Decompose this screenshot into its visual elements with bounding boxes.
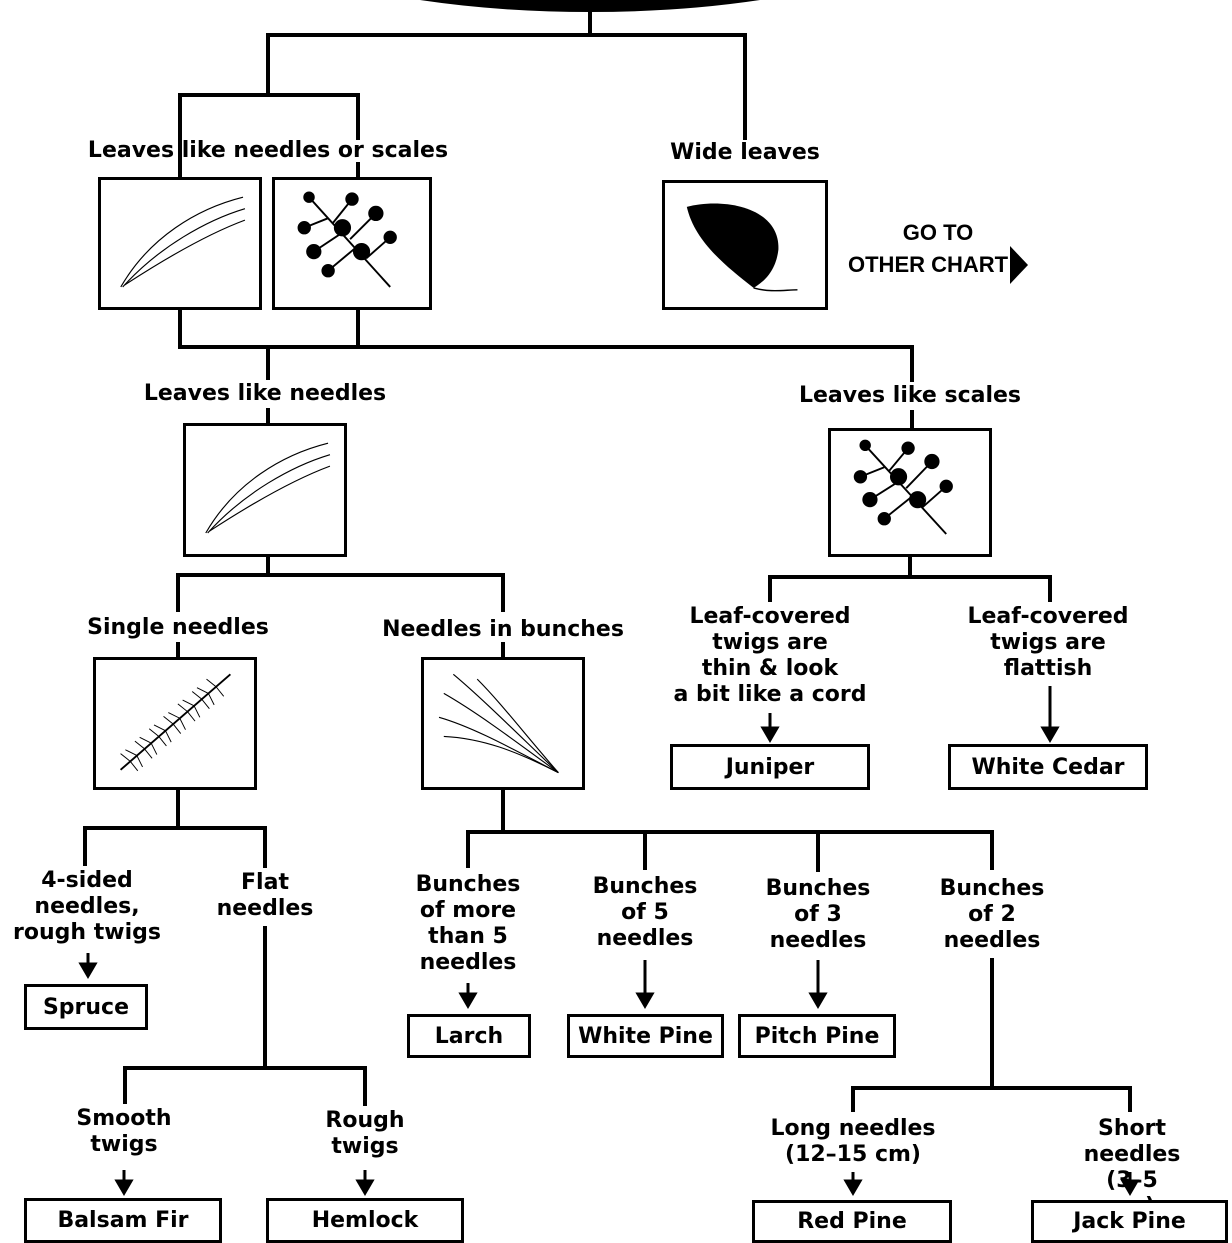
label-needles-or-scales: Leaves like needles or scales xyxy=(87,138,449,163)
scale-leaf-icon xyxy=(297,191,397,288)
goto-line2: OTHER CHART xyxy=(848,252,1009,277)
label-bunches-of-3: Bunches of 3 needles xyxy=(765,876,871,953)
result-balsam-fir: Balsam Fir xyxy=(24,1198,222,1243)
result-hemlock: Hemlock xyxy=(266,1198,464,1243)
label-bunches-of-5: Bunches of 5 needles xyxy=(592,874,698,951)
label-needles-in-bunches: Needles in bunches xyxy=(382,617,624,642)
scale-leaf-image xyxy=(272,177,432,310)
scales-icon xyxy=(853,439,953,535)
result-larch: Larch xyxy=(407,1014,531,1058)
wide-leaf-image xyxy=(662,180,828,310)
scales-leaf-image xyxy=(828,428,992,557)
result-red-pine: Red Pine xyxy=(752,1200,952,1243)
result-pitch-pine: Pitch Pine xyxy=(738,1014,896,1058)
needles-leaf-image xyxy=(183,423,347,557)
label-smooth-twigs: Smooth twigs xyxy=(76,1106,172,1157)
label-wide-leaves: Wide leaves xyxy=(670,140,820,165)
label-bunches-of-2: Bunches of 2 needles xyxy=(939,876,1045,953)
result-spruce: Spruce xyxy=(24,984,148,1030)
label-leaves-like-needles: Leaves like needles xyxy=(143,381,387,406)
label-cord-twigs: Leaf-covered twigs are thin & look a bit… xyxy=(673,604,867,707)
bunch-needle-image xyxy=(421,657,585,790)
label-rough-twigs: Rough twigs xyxy=(325,1108,405,1159)
needle-leaf-icon xyxy=(120,196,246,288)
single-needle-image xyxy=(93,657,257,790)
result-juniper: Juniper xyxy=(670,744,870,790)
label-single-needles: Single needles xyxy=(87,615,269,640)
arrow-right-icon xyxy=(1010,246,1029,284)
label-long-needles: Long needles (12–15 cm) xyxy=(770,1116,936,1167)
goto-line1: GO TO xyxy=(902,220,974,245)
label-flat-needles: Flat needles xyxy=(216,870,314,921)
result-jack-pine: Jack Pine xyxy=(1031,1200,1228,1243)
result-white-pine: White Pine xyxy=(567,1014,724,1058)
label-flattish-twigs: Leaf-covered twigs are flattish xyxy=(967,604,1129,681)
bunch-needle-icon xyxy=(438,673,559,774)
needles-icon xyxy=(205,442,331,534)
result-white-cedar: White Cedar xyxy=(948,744,1148,790)
single-needle-icon xyxy=(119,673,232,772)
go-to-other-chart[interactable]: GO TO OTHER CHART xyxy=(848,220,1029,284)
label-four-sided: 4-sided needles, rough twigs xyxy=(13,868,161,945)
wide-leaf-icon xyxy=(686,203,798,292)
needle-leaf-image xyxy=(98,177,262,310)
label-bunches-more-5: Bunches of more than 5 needles xyxy=(415,872,521,975)
label-leaves-like-scales: Leaves like scales xyxy=(798,383,1022,408)
